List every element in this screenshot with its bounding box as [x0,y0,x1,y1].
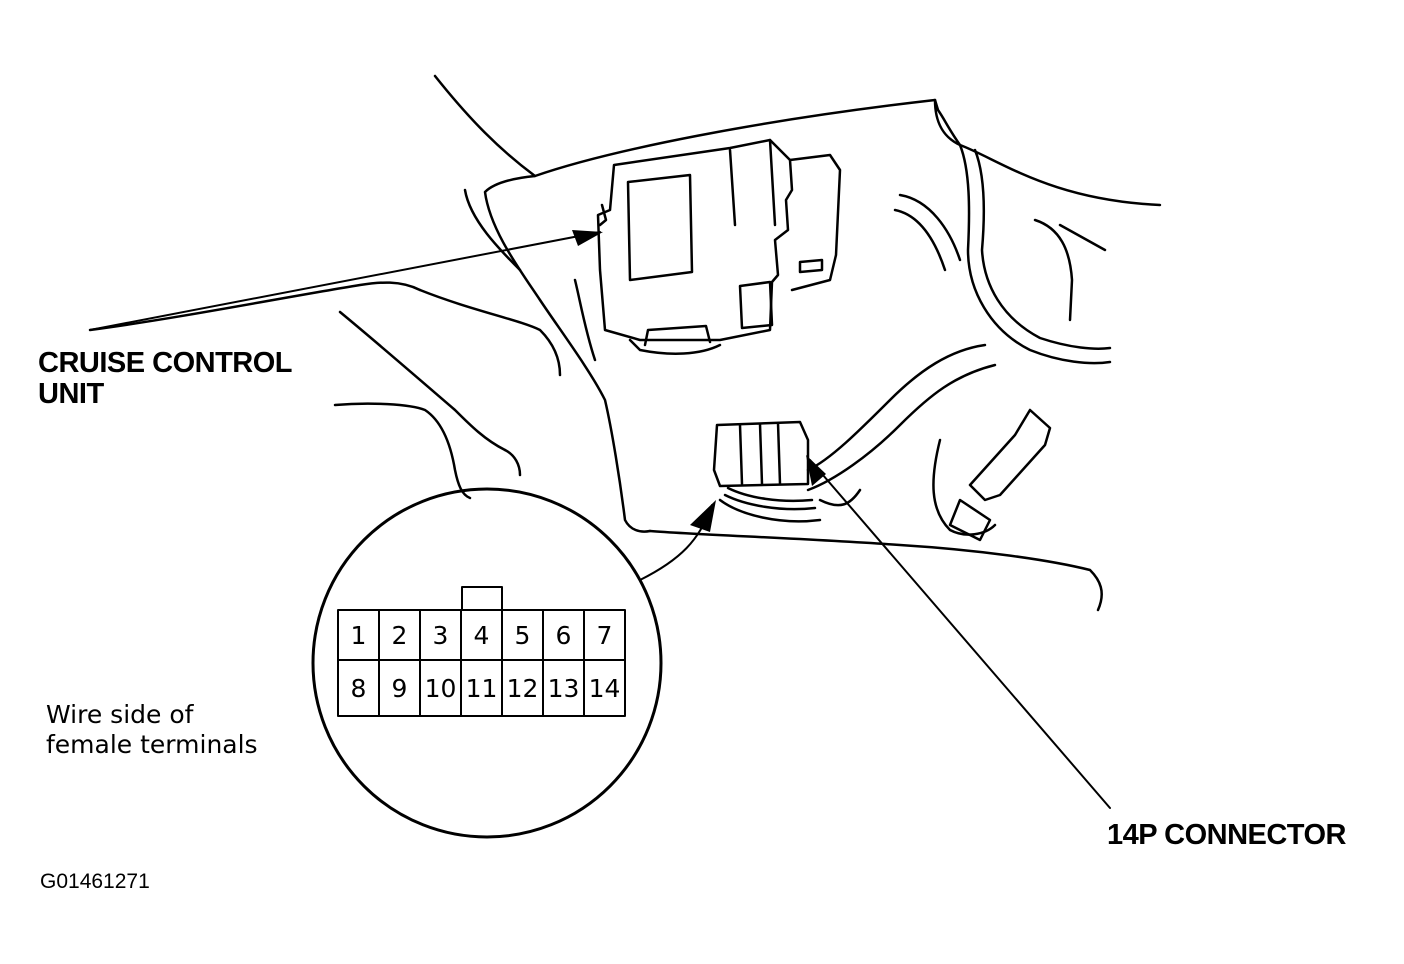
pin-1-label: 1 [351,621,367,650]
arrowhead-cruise-unit [572,230,603,246]
cruise-control-unit-drawing [573,138,842,362]
pin-9-label: 9 [392,674,408,703]
pin-6-label: 6 [556,621,572,650]
cruise-control-unit-label-line-2: UNIT [38,378,104,410]
wire-side-label-line-2: female terminals [46,730,258,759]
pin-5-label: 5 [515,621,531,650]
pin-8-label: 8 [351,674,367,703]
wire-side-label: Wire side of female terminals [46,700,258,760]
dashboard-outline [88,74,1162,612]
pin-11-label: 11 [466,674,498,703]
pin-12-label: 12 [507,674,539,703]
cruise-control-unit-label: CRUISE CONTROL UNIT [38,347,293,410]
cruise-control-unit-label-line-1: CRUISE CONTROL [38,347,293,379]
pin-3-label: 3 [433,621,449,650]
pin-10-label: 10 [425,674,457,703]
pin-14-label: 14 [589,674,621,703]
arrowhead-detail [690,500,716,532]
pin-4-label: 4 [474,621,490,650]
arrowheads [572,230,826,532]
connector-detail-circle [311,487,663,839]
connector-14p-label: 14P CONNECTOR [1107,819,1347,851]
wire-harness-drawing [893,143,1112,542]
arrowhead-14p-connector [806,455,826,486]
pin-7-label: 7 [597,621,613,650]
figure-id: G01461271 [40,870,150,893]
pin-13-label: 13 [548,674,580,703]
pin-2-label: 2 [392,621,408,650]
wire-side-label-line-1: Wire side of [46,700,194,729]
connector-14p-drawing [712,343,997,523]
